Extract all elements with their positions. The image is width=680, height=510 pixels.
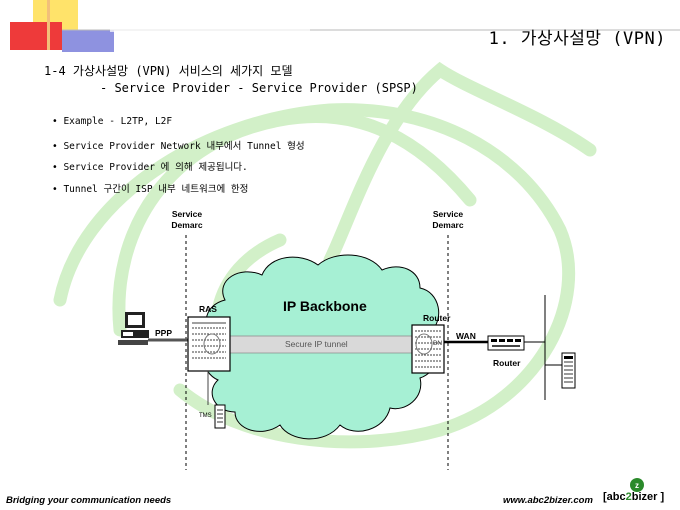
demarc-label-right-line1: Service xyxy=(432,209,464,219)
svg-text:z: z xyxy=(635,481,639,490)
demarc-label-left-line1: Service xyxy=(171,209,203,219)
tunnel-label: Secure IP tunnel xyxy=(285,339,348,349)
logo-text-two: 2 xyxy=(625,491,632,503)
footer-url[interactable]: www.abc2bizer.com xyxy=(503,495,593,506)
deco-cross-v xyxy=(47,0,50,50)
bullet-item: Service Provider Network 내부에서 Tunnel 형성 xyxy=(52,138,304,160)
demarc-label-right-line2: Demarc xyxy=(432,220,464,230)
router-label-right: Router xyxy=(493,358,521,368)
router-label-top: Router xyxy=(423,313,451,323)
deco-block-blue xyxy=(62,30,114,52)
bn-label: BN xyxy=(433,340,443,347)
footer-tagline: Bridging your communication needs xyxy=(6,495,172,506)
bullet-item: Example - L2TP, L2F xyxy=(52,116,305,138)
bullet-item: Service Provider 에 의해 제공됩니다. xyxy=(52,159,305,181)
page-title: 1. 가상사설망 (VPN) xyxy=(488,29,666,49)
abc2bizer-logo-icon: z xyxy=(630,478,644,492)
footer-logo: [abc2bizer ] xyxy=(603,491,664,503)
bullet-item: Tunnel 구간이 ISP 내부 네트워크에 한정 xyxy=(52,181,305,203)
pc-workstation-icon xyxy=(118,312,149,345)
ras-label: RAS xyxy=(199,304,217,314)
logo-text-close: bizer ] xyxy=(631,491,665,503)
server-rack-icon xyxy=(561,352,576,389)
bullet-list: Example - L2TP, L2F Service Provider Net… xyxy=(52,116,305,203)
ppp-label: PPP xyxy=(155,328,173,338)
tms-label: TMS xyxy=(199,413,212,419)
tms-device-icon xyxy=(214,404,226,429)
deco-block-red xyxy=(10,22,62,50)
demarc-label-left: Service Demarc xyxy=(160,209,214,231)
wan-label: WAN xyxy=(456,331,476,341)
model-subtitle: - Service Provider - Service Provider (S… xyxy=(100,81,418,95)
demarc-label-left-line2: Demarc xyxy=(171,220,203,230)
demarc-label-right: Service Demarc xyxy=(421,209,475,231)
deco-line-fade xyxy=(110,29,310,32)
router-icon xyxy=(411,324,445,374)
modem-router-icon xyxy=(487,335,525,351)
ras-server-icon xyxy=(187,316,231,372)
logo-text-open: [abc xyxy=(603,491,626,503)
section-heading: 1-4 가상사설망 (VPN) 서비스의 세가지 모델 xyxy=(44,64,293,78)
cloud-label: IP Backbone xyxy=(283,298,367,314)
